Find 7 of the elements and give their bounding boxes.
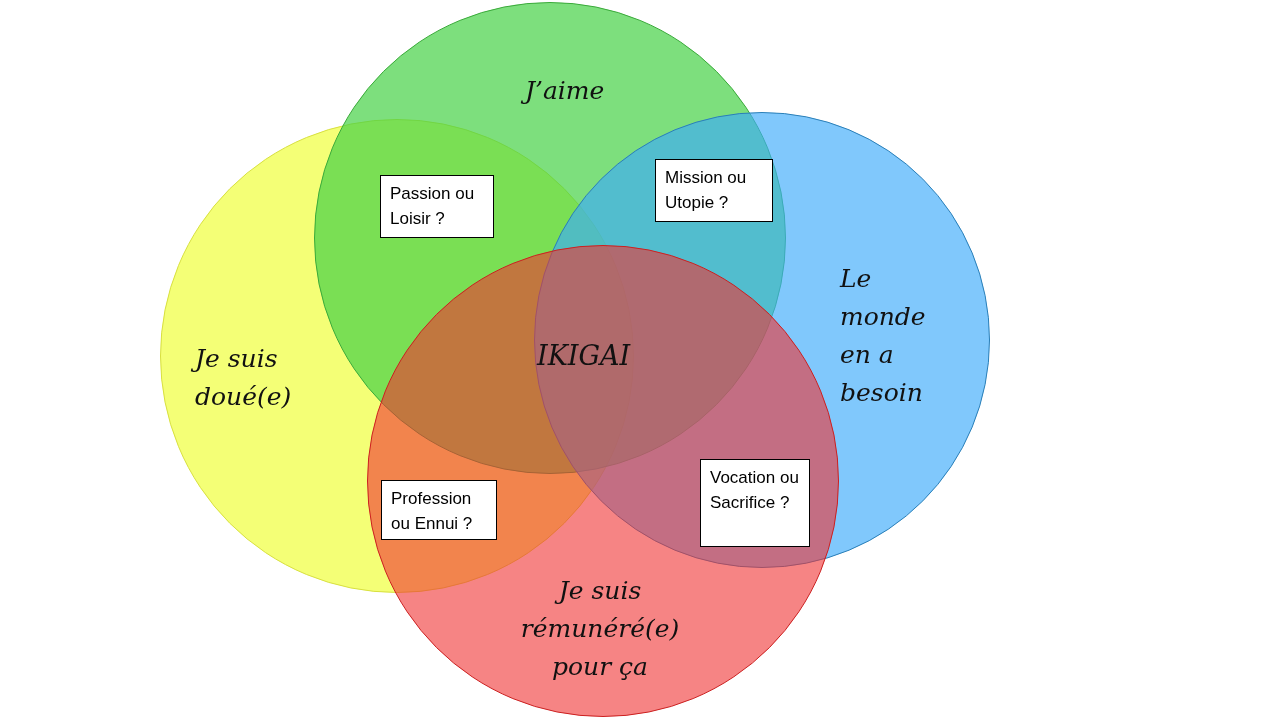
text-box: Mission ou Utopie ? — [655, 159, 773, 222]
text-box: Passion ou Loisir ? — [380, 175, 494, 238]
text-box: Vocation ou Sacrifice ? — [700, 459, 810, 547]
center-label: IKIGAI — [537, 340, 631, 371]
circle-label: Je suis rémunéré(e) pour ça — [519, 575, 681, 683]
text-box: Profession ou Ennui ? — [381, 480, 497, 540]
circle-label: Le monde en a besoin — [840, 263, 927, 409]
